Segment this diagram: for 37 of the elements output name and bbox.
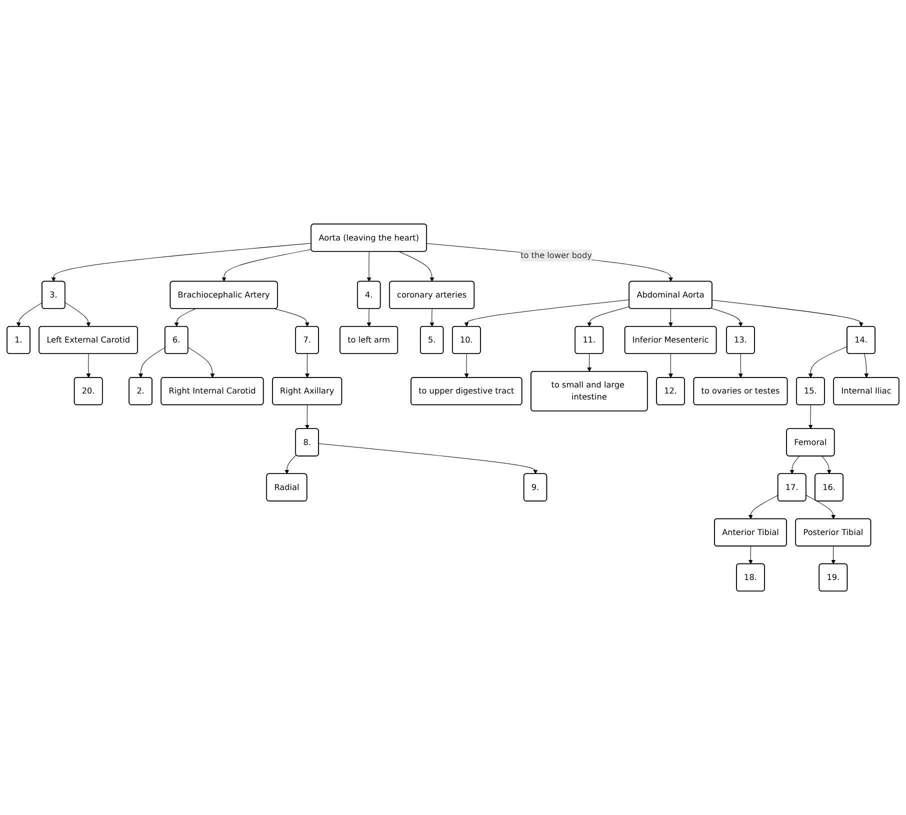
edge-label: to the lower body: [520, 250, 592, 260]
arrow: [790, 456, 800, 474]
arrow: [174, 308, 196, 327]
arrow: [16, 302, 42, 327]
arrow: [464, 354, 469, 378]
arrow: [366, 251, 372, 282]
arrow: [430, 308, 434, 327]
arrow: [464, 299, 630, 327]
arrow: [748, 546, 753, 564]
arrow: [831, 546, 836, 564]
arrow: [64, 302, 91, 327]
arrow: [864, 354, 869, 378]
arrow: [305, 404, 310, 429]
arrow: [748, 494, 778, 520]
arrow: [822, 456, 832, 474]
arrow: [808, 346, 848, 378]
arrow: [305, 354, 310, 378]
arrow: [712, 300, 864, 327]
arrow: [587, 306, 630, 327]
arrow: [398, 251, 434, 282]
arrow: [366, 308, 372, 327]
arrow: [86, 354, 91, 378]
arrow: [51, 242, 312, 282]
arrow: [284, 454, 296, 474]
arrow: [138, 347, 166, 378]
arrow: [711, 308, 743, 327]
arrow: [188, 347, 215, 378]
arrow: [587, 354, 592, 372]
arrow: [274, 308, 310, 327]
arrow: [738, 354, 743, 378]
arrow: [806, 494, 836, 520]
arrow: [426, 243, 673, 282]
arrow: [808, 404, 813, 429]
arrow: [668, 308, 673, 327]
arrow: [222, 249, 312, 282]
arrow: [668, 354, 673, 378]
arrow: [318, 443, 538, 474]
